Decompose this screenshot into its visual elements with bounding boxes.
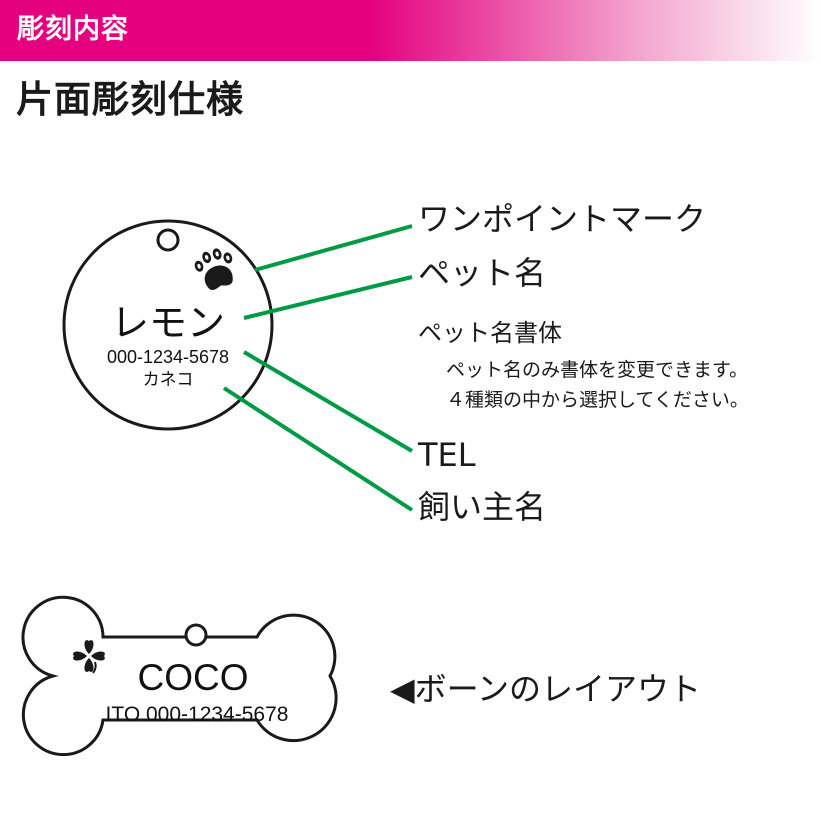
round-tag-hole	[156, 228, 180, 252]
round-tag-owner: カネコ	[143, 370, 194, 390]
callout-tel: TEL	[417, 436, 476, 474]
header-bar	[0, 0, 820, 61]
callout-pet-name: ペット名	[418, 254, 546, 292]
section-title: 片面彫刻仕様	[16, 78, 244, 121]
header-title: 彫刻内容	[17, 14, 129, 45]
round-tag-pet-name: レモン	[111, 301, 225, 345]
leader-owner	[222, 386, 414, 512]
bone-tag: COCO ITO 000-1234-5678	[21, 595, 338, 757]
clover-icon	[73, 640, 105, 674]
callout-one-point-mark: ワンポイントマーク	[418, 200, 706, 238]
round-tag: レモン 000-1234-5678 カネコ	[62, 219, 274, 431]
paw-print-icon	[194, 248, 233, 290]
bone-tag-outline	[21, 595, 338, 757]
leader-tel	[242, 350, 414, 453]
round-tag-tel: 000-1234-5678	[107, 347, 229, 367]
leader-one-point-mark	[254, 224, 413, 272]
bone-layout-caption: ◀ボーンのレイアウト	[390, 670, 701, 708]
callout-font-title: ペット名書体	[418, 319, 562, 347]
callout-font-note-1: ペット名のみ書体を変更できます。	[446, 359, 748, 381]
callout-owner: 飼い主名	[418, 488, 546, 526]
bone-tag-owner-tel: ITO 000-1234-5678	[106, 703, 289, 726]
bone-tag-pet-name: COCO	[138, 657, 249, 698]
callout-font-note-2: ４種類の中から選択してください。	[446, 389, 749, 411]
leader-pet-name	[243, 275, 413, 320]
bone-tag-hole	[184, 623, 208, 647]
